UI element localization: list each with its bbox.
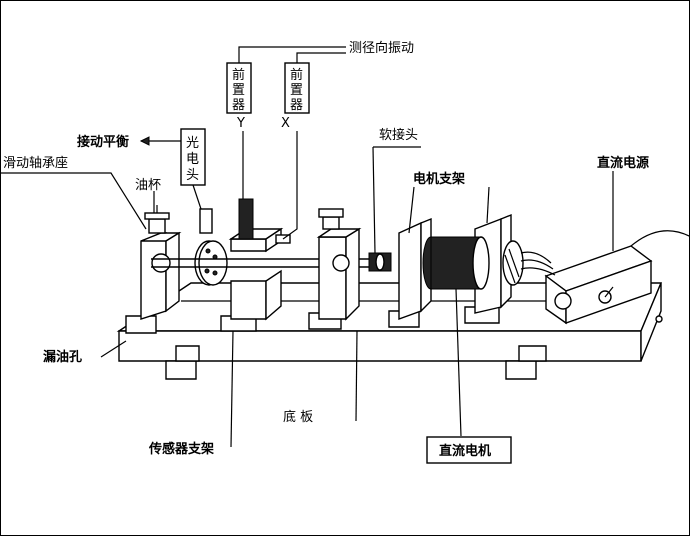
- label-motor-bracket: 电机支架: [413, 171, 465, 187]
- label-dc-motor: 直流电机: [439, 443, 491, 459]
- label-preamp-y-c2: 置: [232, 83, 245, 98]
- label-preamp-y: 前 置 器: [232, 67, 249, 113]
- preamp-y-box: [226, 62, 252, 114]
- preamp-x-box: [284, 62, 310, 114]
- label-balance: 接动平衡: [77, 134, 129, 150]
- photo-head-box: [180, 128, 206, 186]
- dc-motor-label-box: [426, 436, 512, 464]
- sliding-bearing-block: [125, 205, 182, 334]
- dc-power-supply: [520, 230, 689, 325]
- label-photo-head-c3: 头: [186, 168, 199, 183]
- label-photo-head: 光 电 头: [186, 136, 203, 183]
- label-photo-head-c2: 电: [186, 152, 199, 167]
- label-preamp-x: 前 置 器: [290, 67, 307, 113]
- label-preamp-x-c1: 前: [290, 67, 303, 83]
- sensor-bracket: [220, 198, 291, 332]
- label-sliding-bearing: 滑动轴承座: [3, 156, 68, 171]
- label-preamp-y-c3: 器: [232, 98, 245, 113]
- label-dc-power: 直流电源: [597, 155, 649, 171]
- label-preamp-y-c1: 前: [232, 67, 245, 83]
- middle-bearing-block: [308, 208, 362, 330]
- label-soft-joint: 软接头: [379, 127, 418, 143]
- label-preamp-x-c3: 器: [290, 98, 303, 113]
- label-axis-x: X: [281, 116, 290, 131]
- label-radial-vibration: 测径向振动: [349, 40, 414, 56]
- label-axis-y: Y: [236, 116, 245, 131]
- balance-disc: [194, 240, 228, 286]
- label-preamp-x-c2: 置: [290, 83, 303, 98]
- label-oil-drain: 漏油孔: [43, 349, 82, 365]
- label-sensor-bracket: 传感器支架: [148, 441, 214, 457]
- label-photo-head-c1: 光: [186, 136, 199, 151]
- leader-lines: [1, 46, 614, 448]
- label-base-plate: 底 板: [283, 409, 313, 425]
- label-oil-cup: 油杯: [135, 178, 161, 193]
- soft-joint: [368, 252, 392, 272]
- photo-head-sensor: [199, 208, 213, 234]
- motor-assembly: [388, 213, 524, 328]
